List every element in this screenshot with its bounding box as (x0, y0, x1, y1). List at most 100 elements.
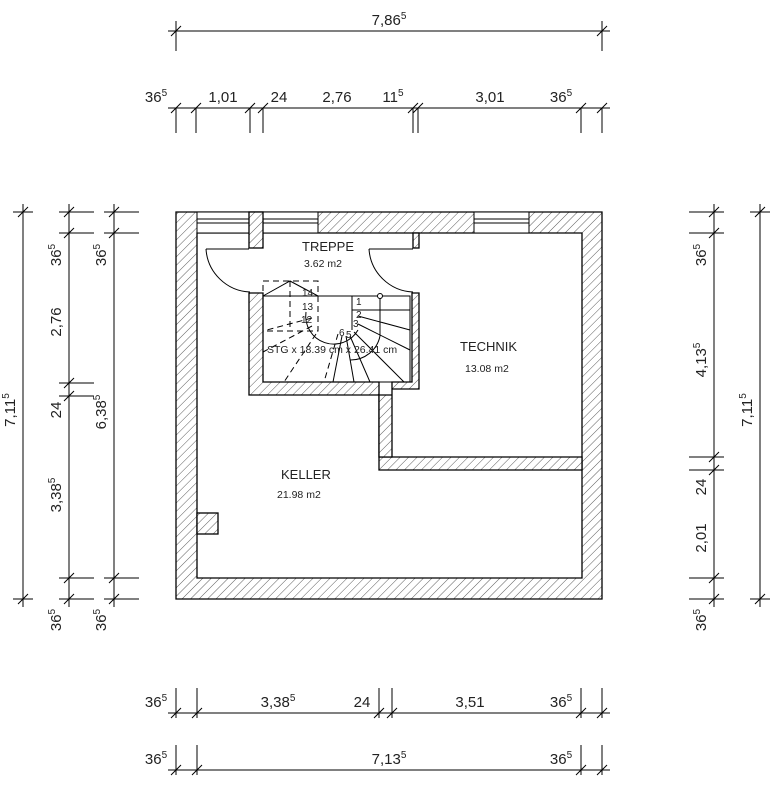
dimension-label: 7,115 (738, 393, 756, 427)
dimension-label: 365 (145, 693, 168, 711)
dimension-label: 7,115 (1, 393, 19, 427)
dimension-label: 365 (692, 243, 710, 266)
dimension-label: 365 (550, 693, 573, 711)
dimension-tick (191, 764, 203, 776)
dimension-superscript: 5 (401, 750, 407, 761)
dimension-superscript: 5 (47, 477, 58, 483)
dimension-tick (108, 206, 120, 218)
dimension-tick (575, 707, 587, 719)
dimension-tick (63, 227, 75, 239)
dimension-superscript: 5 (567, 693, 573, 704)
dimension-tick (708, 206, 720, 218)
dimension-value: 36 (145, 751, 162, 768)
dimension-label: 7,865 (372, 11, 407, 29)
dimension-label: 6,385 (92, 394, 110, 429)
dimension-value: 36 (145, 694, 162, 711)
room-area-treppe: 3.62 m2 (304, 258, 342, 270)
dimension-label: 365 (550, 88, 573, 106)
dimension-value: 36 (93, 249, 110, 266)
room-area-technik: 13.08 m2 (465, 363, 509, 375)
dimension-tick (17, 206, 29, 218)
dimension-superscript: 5 (47, 243, 58, 249)
dimension-superscript: 5 (692, 342, 703, 348)
step-number: 1 (356, 297, 362, 308)
dimension-tick (708, 464, 720, 476)
dimension-label: 365 (550, 750, 573, 768)
dimension-label: 365 (47, 243, 65, 266)
dimension-value: 24 (48, 402, 65, 419)
dimension-label: 24 (693, 479, 710, 496)
dimension-tick (596, 707, 608, 719)
dimension-tick (17, 593, 29, 605)
dimension-label: 4,135 (692, 342, 710, 377)
dimension-value: 2,76 (48, 307, 65, 336)
dimension-tick (108, 593, 120, 605)
dimension-tick (708, 572, 720, 584)
dimension-tick (754, 593, 766, 605)
staircase: 1 2 3 5 6 12 13 14 STG x 18.39 cm x 26.4… (262, 280, 411, 383)
dimension-tick (63, 206, 75, 218)
dimension-value: 36 (693, 249, 710, 266)
dimension-label: 365 (47, 608, 65, 631)
dimension-tick (190, 102, 202, 114)
dimension-label: 365 (92, 243, 110, 266)
dimension-value: 11 (382, 89, 398, 106)
dimension-value: 6,38 (93, 400, 110, 429)
dimension-value: 7,13 (372, 751, 401, 768)
dimension-value: 2,01 (693, 523, 710, 552)
dimension-tick (191, 707, 203, 719)
dimension-superscript: 5 (162, 88, 168, 99)
dimension-value: 7,11 (2, 399, 19, 427)
dimension-label: 24 (271, 89, 288, 106)
dimension-label: 3,51 (455, 694, 484, 711)
dimension-value: 4,13 (693, 348, 710, 377)
dimension-label: 365 (692, 608, 710, 631)
dimension-tick (63, 377, 75, 389)
room-name-technik: TECHNIK (460, 339, 517, 354)
dimension-superscript: 5 (692, 243, 703, 249)
dimension-value: 24 (354, 694, 371, 711)
dimension-superscript: 5 (92, 394, 103, 400)
dimension-label: 2,76 (48, 307, 65, 336)
dimension-tick (708, 593, 720, 605)
dimension-tick (407, 102, 419, 114)
dimension-value: 36 (550, 694, 567, 711)
dimension-superscript: 5 (92, 608, 103, 614)
room-labels: TREPPE 3.62 m2 TECHNIK 13.08 m2 KELLER 2… (277, 239, 517, 501)
windows (196, 211, 530, 234)
dimension-label: 365 (92, 608, 110, 631)
door-swing-left (205, 248, 251, 293)
dimension-label: 3,385 (47, 477, 65, 512)
dimension-value: 7,86 (372, 12, 401, 29)
dimension-superscript: 5 (401, 11, 407, 22)
step-number: 13 (302, 302, 314, 313)
dimension-tick (170, 25, 182, 37)
dimension-tick (108, 572, 120, 584)
dimension-superscript: 5 (692, 608, 703, 614)
dimension-value: 3,38 (261, 694, 290, 711)
room-name-treppe: TREPPE (302, 239, 354, 254)
dimension-label: 24 (354, 694, 371, 711)
dimension-value: 36 (93, 614, 110, 631)
pillar-wall (248, 211, 264, 249)
dimension-label: 365 (145, 88, 168, 106)
room-area-keller: 21.98 m2 (277, 489, 321, 501)
step-number: 2 (356, 310, 362, 321)
dimension-tick (575, 102, 587, 114)
dimension-tick (170, 102, 182, 114)
dimension-superscript: 5 (290, 693, 296, 704)
outer-wall (175, 211, 603, 600)
step-number: 6 (339, 328, 345, 339)
dimension-superscript: 5 (567, 88, 573, 99)
door-swing-right (368, 248, 414, 293)
step-number: 12 (301, 315, 313, 326)
dimension-tick (596, 764, 608, 776)
dimension-value: 3,01 (475, 89, 504, 106)
dimension-tick (373, 707, 385, 719)
dimension-tick (386, 707, 398, 719)
dimension-tick (596, 25, 608, 37)
dimension-superscript: 5 (162, 693, 168, 704)
dimension-tick (108, 227, 120, 239)
technik-partition (378, 292, 420, 458)
